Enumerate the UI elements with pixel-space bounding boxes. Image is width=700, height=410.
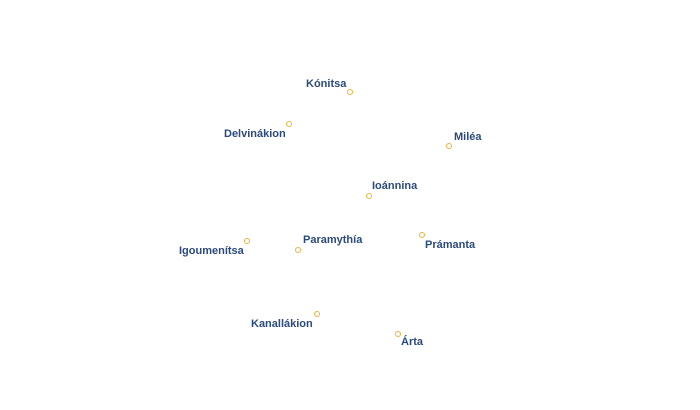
place-label: Prámanta	[425, 239, 476, 251]
place-label: Paramythía	[303, 234, 363, 246]
place-marker-icon[interactable]	[395, 331, 401, 337]
place-marker-icon[interactable]	[295, 247, 301, 253]
place-label: Igoumenítsa	[179, 245, 244, 257]
place-marker-icon[interactable]	[314, 311, 320, 317]
place-marker-icon[interactable]	[446, 143, 452, 149]
place-label: Miléa	[454, 131, 482, 143]
place-marker-icon[interactable]	[244, 238, 250, 244]
place-label: Kónitsa	[306, 78, 347, 90]
place-marker-icon[interactable]	[286, 121, 292, 127]
place-label: Árta	[401, 336, 424, 348]
place-marker-icon[interactable]	[366, 193, 372, 199]
place-label: Ioánnina	[372, 180, 418, 192]
place-marker-icon[interactable]	[419, 232, 425, 238]
place-label: Delvinákion	[224, 128, 286, 140]
place-marker-icon[interactable]	[347, 89, 353, 95]
place-label: Kanallákion	[251, 318, 313, 330]
